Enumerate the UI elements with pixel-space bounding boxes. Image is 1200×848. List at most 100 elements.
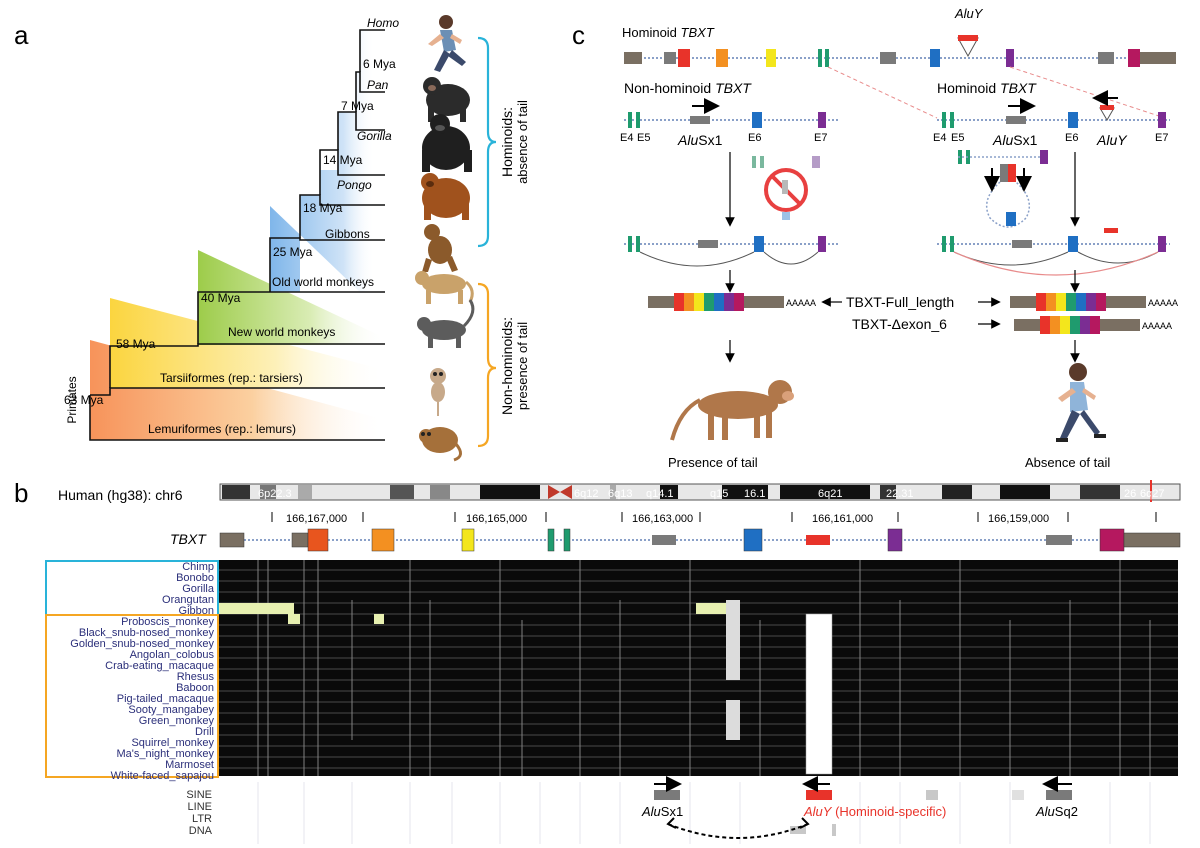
band-6q27: 6q27 <box>1140 488 1164 500</box>
alu-pairing-loop <box>958 150 1050 228</box>
repeat-alusq2-italic: Alu <box>1035 804 1055 819</box>
node-age-63: 63 Mya <box>64 393 104 407</box>
panel-label-c: c <box>572 20 585 50</box>
species-black-snub-nosed: Black_snub-nosed_monkey <box>79 627 215 639</box>
nonhominoid-label-1: Non-hominoids: <box>499 317 515 415</box>
taxon-gorilla: Gorilla <box>357 129 392 143</box>
repeat-class-line: LINE <box>188 801 212 813</box>
species-marmoset: Marmoset <box>165 759 214 771</box>
transcript-del-label: TBXT-Δexon_6 <box>852 316 947 332</box>
lemur-icon <box>419 427 462 462</box>
repeat-track <box>257 776 1151 844</box>
repeat-aluy-label: AluY (Hominoid-specific) <box>803 804 946 819</box>
left-e4-label: E4 <box>620 132 633 144</box>
repeat-class-dna: DNA <box>189 825 213 837</box>
right-gene-title: Hominoid TBXT <box>937 80 1037 96</box>
gorilla-icon <box>422 114 472 172</box>
clade-bg-new-world <box>198 250 385 345</box>
species-pig-tailed-macaque: Pig-tailed_macaque <box>117 693 214 705</box>
right-aluy-label: AluY <box>1096 132 1128 148</box>
node-age-18: 18 Mya <box>303 201 343 215</box>
right-gene-title-gene: TBXT <box>1000 80 1037 96</box>
left-zoom-gene <box>624 98 840 128</box>
left-gene-title: Non-hominoid TBXT <box>624 80 752 96</box>
right-e5-label: E5 <box>951 132 964 144</box>
panel-c: c Hominoid TBXT AluY Non-hominoid TBXT H… <box>572 6 1178 470</box>
right-spliced-gene <box>937 228 1170 276</box>
gene-track-label: TBXT <box>170 531 207 547</box>
species-green-monkey: Green_monkey <box>139 715 215 727</box>
band-6p22-3: 6p22.3 <box>258 488 292 500</box>
hominoid-label-2: absence of tail <box>515 100 530 184</box>
node-age-25: 25 Mya <box>273 245 313 259</box>
chimp-icon <box>423 77 470 122</box>
taxon-new-world: New world monkeys <box>228 325 335 339</box>
taxon-tarsiiformes: Tarsiiformes (rep.: tarsiers) <box>160 371 303 385</box>
transcript-full-label: TBXT-Full_length <box>846 294 954 310</box>
taxon-lemuriformes: Lemuriformes (rep.: lemurs) <box>148 422 296 436</box>
species-proboscis-monkey: Proboscis_monkey <box>121 616 214 628</box>
repeat-alusq2-rest: Sq2 <box>1055 804 1078 819</box>
track-title: Human (hg38): chr6 <box>58 487 183 503</box>
position-label-5: 166,159,000 <box>988 513 1049 525</box>
nonhominoid-bracket <box>477 282 497 448</box>
panel-label-b: b <box>14 478 28 508</box>
right-alusx1-label: AluSx1 <box>992 132 1038 148</box>
top-gene-title: Hominoid TBXT <box>622 25 715 40</box>
position-label-3: 166,163,000 <box>632 513 693 525</box>
taxon-pan: Pan <box>367 78 389 92</box>
right-polya-full: AAAAA <box>1148 298 1178 308</box>
phylogenetic-tree <box>89 29 385 441</box>
repeat-alusq2-label: AluSq2 <box>1035 804 1078 819</box>
repeat-alusx1-italic: Alu <box>641 804 661 819</box>
species-drill: Drill <box>195 726 214 738</box>
species-squirrel-monkey: Squirrel_monkey <box>131 737 214 749</box>
top-gene-title-gene: TBXT <box>681 25 715 40</box>
repeat-class-sine: SINE <box>186 789 212 801</box>
right-zoom-gene <box>937 90 1170 128</box>
left-alusx1-rest: Sx1 <box>698 132 722 148</box>
walking-monkey-icon <box>670 380 794 441</box>
repeat-aluy-rest: (Hominoid-specific) <box>831 804 946 819</box>
root-label: Primates <box>65 376 79 423</box>
band-6q12: 6q12 <box>574 488 598 500</box>
right-e7-label: E7 <box>1155 132 1168 144</box>
chromosome-ideogram <box>219 480 1181 502</box>
repeat-class-ltr: LTR <box>192 813 212 825</box>
orangutan-icon <box>421 173 470 220</box>
nonhominoid-species-box <box>45 614 219 778</box>
band-q14-1: q14.1 <box>646 488 674 500</box>
hominoid-bracket <box>477 36 497 248</box>
band-6q13: 6q13 <box>608 488 632 500</box>
new-world-monkey-icon <box>417 299 475 348</box>
species-rhesus: Rhesus <box>177 671 215 683</box>
right-transcript-delta <box>1014 316 1140 334</box>
band-q15: q15 <box>710 488 728 500</box>
left-polya: AAAAA <box>786 298 816 308</box>
left-e5-label: E5 <box>637 132 650 144</box>
nonhominoid-label-2: presence of tail <box>515 322 530 410</box>
right-transcript-full <box>1010 293 1146 311</box>
species-bonobo: Bonobo <box>176 572 214 584</box>
species-orangutan: Orangutan <box>162 594 214 606</box>
tarsier-icon <box>430 368 446 416</box>
band-6q21: 6q21 <box>818 488 842 500</box>
prohibition-icon <box>752 156 820 220</box>
species-mas-night-monkey: Ma's_night_monkey <box>117 748 215 760</box>
top-aluy-label: AluY <box>954 6 984 21</box>
outcome-right-label: Absence of tail <box>1025 455 1110 470</box>
panel-label-a: a <box>14 20 29 50</box>
conservation-alignment <box>218 560 1178 776</box>
left-gene-title-prefix: Non-hominoid <box>624 80 715 96</box>
position-label-1: 166,167,000 <box>286 513 347 525</box>
taxon-old-world: Old world monkeys <box>272 275 374 289</box>
taxon-pongo: Pongo <box>337 178 372 192</box>
repeat-alusx1-rest: Sx1 <box>661 804 683 819</box>
zoom-line-right <box>1009 66 1166 119</box>
band-16-1: 16.1 <box>744 488 765 500</box>
gene-track-model <box>219 528 1181 552</box>
node-age-58: 58 Mya <box>116 337 156 351</box>
right-polya-delta: AAAAA <box>1142 321 1172 331</box>
right-alusx1-italic: Alu <box>992 132 1013 148</box>
